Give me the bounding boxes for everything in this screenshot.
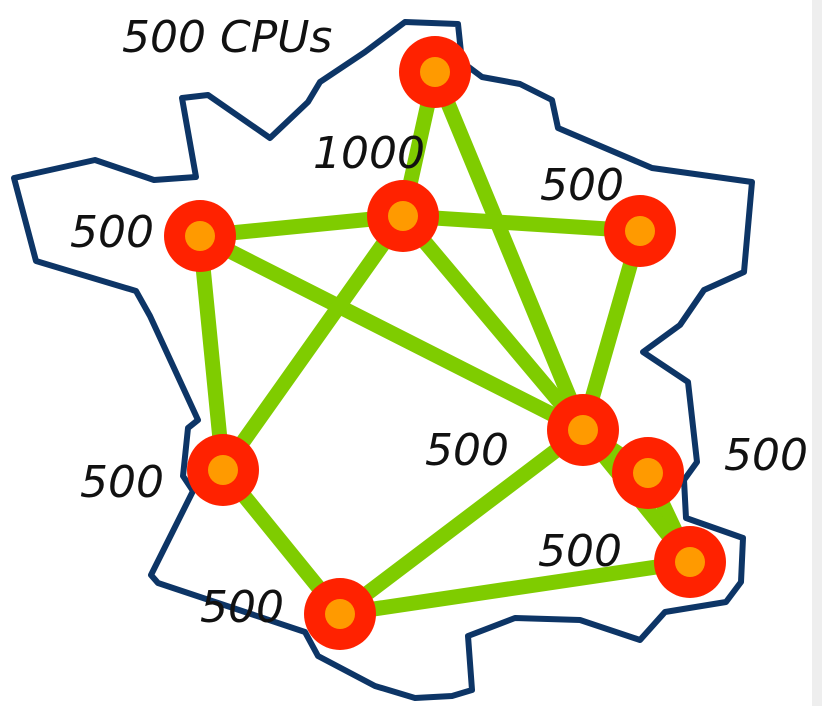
site-node-rennes [164,200,236,272]
site-node-grenoble [612,437,684,509]
site-node-paris [367,180,439,252]
site-node-nancy [604,195,676,267]
link-lyon-toulouse [332,422,591,622]
link-paris-nancy [395,208,648,239]
site-node-sophia [654,526,726,598]
link-rennes-bordeaux [192,228,231,478]
site-node-bordeaux [187,434,259,506]
right-edge-strip [812,0,822,706]
label-nancy: 500 [540,160,624,211]
network-sites [164,36,726,650]
label-lyon: 500 [425,425,509,476]
link-rennes-lyon [192,228,591,438]
label-sophia: 500 [538,526,622,577]
link-lille-lyon [427,64,591,438]
link-paris-bordeaux [215,208,411,478]
site-node-lille [399,36,471,108]
label-lille: 500 CPUs [122,12,332,63]
label-paris: 1000 [313,128,425,179]
label-rennes: 500 [70,207,154,258]
label-grenoble: 500 [724,430,808,481]
site-node-lyon [547,394,619,466]
label-toulouse: 500 [200,582,284,633]
france-outline [11,19,755,701]
link-toulouse-sophia [332,554,698,622]
label-bordeaux: 500 [80,457,164,508]
site-node-toulouse [304,578,376,650]
link-paris-lyon [395,208,591,438]
